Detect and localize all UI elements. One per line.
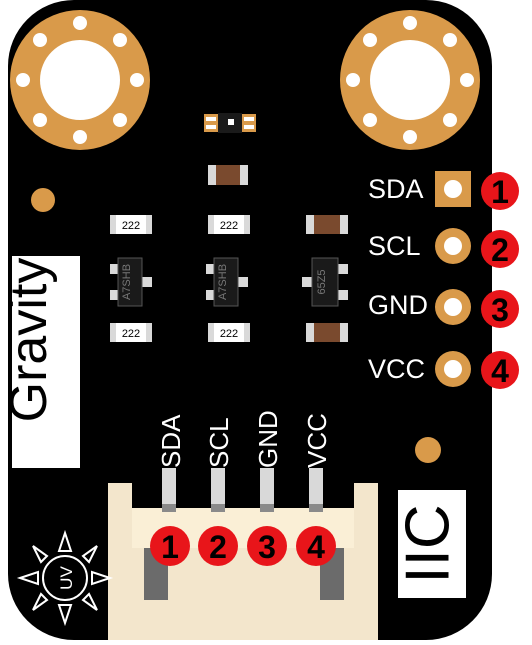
connector-pin-2-number: 2 [209,529,227,565]
transistor-q2: A7SHB [206,257,248,307]
via-right [415,437,441,463]
iic-label-text: IIC [393,504,462,583]
resistor-r4: 222 [208,323,250,342]
side-pin-4: VCC 4 [368,351,519,389]
uv-badge-text: UV [57,566,76,590]
iic-label: IIC [393,490,466,598]
resistor-r4-marking: 222 [220,328,238,340]
uv-sensor-chip [204,113,256,133]
side-pin-2: SCL 2 [368,228,519,268]
side-pin-4-number: 4 [491,353,509,389]
resistor-r2: 222 [208,215,250,234]
connector-pin-1-badge: 1 [150,526,190,566]
side-pin-1: SDA 1 [368,171,519,210]
mounting-hole-right [340,10,480,150]
capacitor-top [208,165,248,185]
side-pin-2-label: SCL [368,231,421,261]
transistor-q2-marking: A7SHB [217,264,229,300]
side-pin-3: GND 3 [368,289,519,328]
uv-sun-icon: UV [16,529,114,627]
connector-label-1: SDA [156,414,186,468]
connector-label-4: VCC [302,413,332,468]
resistor-r1: 222 [110,215,152,234]
side-pin-1-number: 1 [491,174,509,210]
connector-pin-3-badge: 3 [247,526,287,566]
side-pin-3-number: 3 [491,292,509,328]
side-pin-1-label: SDA [368,174,424,204]
connector-pin-1-number: 1 [161,529,179,565]
resistor-r3: 222 [110,323,152,342]
via-left [31,188,55,212]
connector-label-3: GND [253,410,283,468]
mounting-hole-left [10,10,150,150]
capacitor-c2 [306,323,348,342]
side-pin-4-label: VCC [368,354,425,384]
resistor-r1-marking: 222 [122,220,140,232]
resistor-r2-marking: 222 [220,220,238,232]
connector-label-2: SCL [204,417,234,468]
side-pin-4-badge [481,351,519,389]
transistor-q3: 65Z5 [302,257,348,307]
transistor-q1-marking: A7SHB [121,264,133,300]
side-pin-2-badge [481,230,519,268]
side-pin-3-badge [481,290,519,328]
connector-pins [162,468,323,512]
connector-housing [108,483,378,640]
connector-pin-3-number: 3 [258,529,276,565]
side-pin-1-badge [481,172,519,210]
connector-pin-2-badge: 2 [198,526,238,566]
side-pin-3-label: GND [368,290,428,320]
resistor-r3-marking: 222 [122,328,140,340]
gravity-brand-text: Gravity [0,258,58,423]
transistor-q3-marking: 65Z5 [316,269,328,294]
connector-pin-4-number: 4 [307,529,325,565]
capacitor-c1 [306,215,348,234]
connector-pin-4-badge: 4 [296,526,336,566]
side-pin-2-number: 2 [491,232,509,268]
gravity-brand-label: Gravity [0,256,80,468]
transistor-q1: A7SHB [110,257,152,307]
